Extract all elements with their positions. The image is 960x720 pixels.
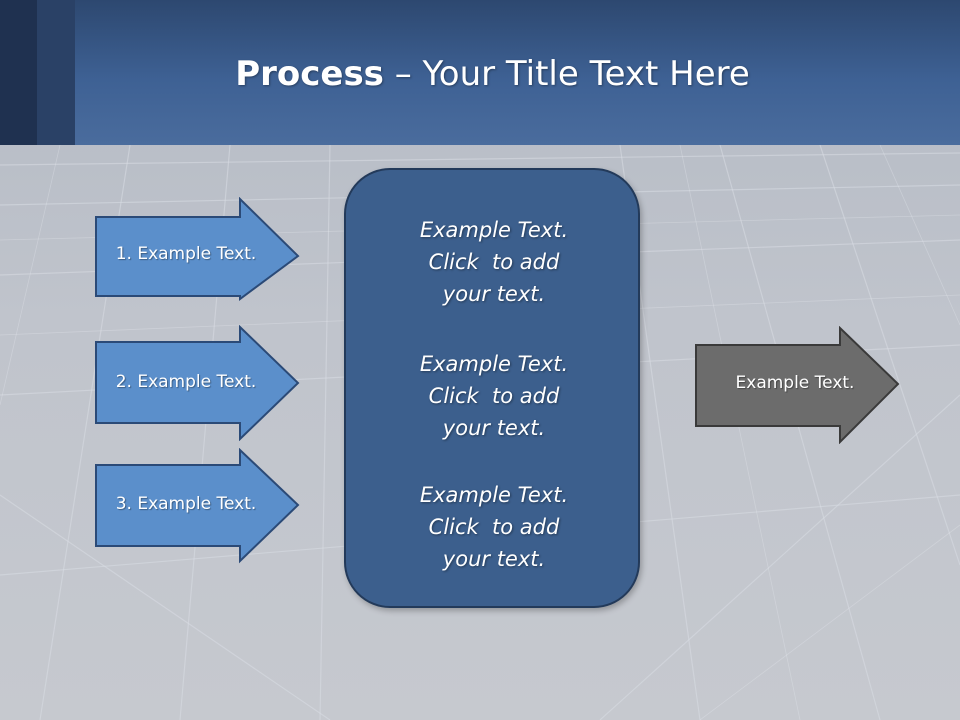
- center-text-block-2-line-1: Example Text.: [419, 352, 569, 376]
- input-arrow-1[interactable]: [94, 197, 300, 301]
- center-text-block-3-line-1: Example Text.: [419, 483, 569, 507]
- output-arrow-label: Example Text.: [735, 373, 855, 393]
- center-text-block-2-line-2: Click to add: [428, 384, 560, 408]
- center-text-block-3: Example Text. Click to add your text.: [346, 479, 642, 575]
- center-text-block-1-line-3: your text.: [442, 282, 546, 306]
- title-bold-part: Process: [235, 54, 384, 94]
- output-arrow-shape: [695, 326, 900, 444]
- center-text-block-3-line-3: your text.: [442, 547, 546, 571]
- center-process-box[interactable]: Example Text. Click to add your text. Ex…: [344, 168, 640, 608]
- header-bar: Process – Your Title Text Here: [0, 0, 960, 145]
- center-text-block-1-line-2: Click to add: [428, 250, 560, 274]
- input-arrow-2-shape: [95, 325, 300, 441]
- center-text-block-1-line-1: Example Text.: [419, 218, 569, 242]
- center-text-block-2-line-3: your text.: [442, 416, 546, 440]
- center-text-block-1: Example Text. Click to add your text.: [346, 214, 642, 310]
- title-rest-part: – Your Title Text Here: [383, 54, 750, 94]
- input-arrow-3-label: 3. Example Text.: [115, 494, 257, 514]
- input-arrow-1-label: 1. Example Text.: [115, 244, 257, 264]
- header-accent-strip-dark: [0, 0, 37, 145]
- input-arrow-2-label: 2. Example Text.: [115, 372, 257, 392]
- slide-title[interactable]: Process – Your Title Text Here: [75, 48, 910, 100]
- center-text-block-2: Example Text. Click to add your text.: [346, 348, 642, 444]
- input-arrow-2[interactable]: [94, 325, 300, 441]
- input-arrow-1-shape: [95, 197, 300, 301]
- header-accent-strip: [37, 0, 75, 145]
- input-arrow-3-shape: [95, 448, 300, 564]
- input-arrow-3[interactable]: [94, 448, 300, 564]
- output-arrow[interactable]: [694, 326, 900, 444]
- center-text-block-3-line-2: Click to add: [428, 515, 560, 539]
